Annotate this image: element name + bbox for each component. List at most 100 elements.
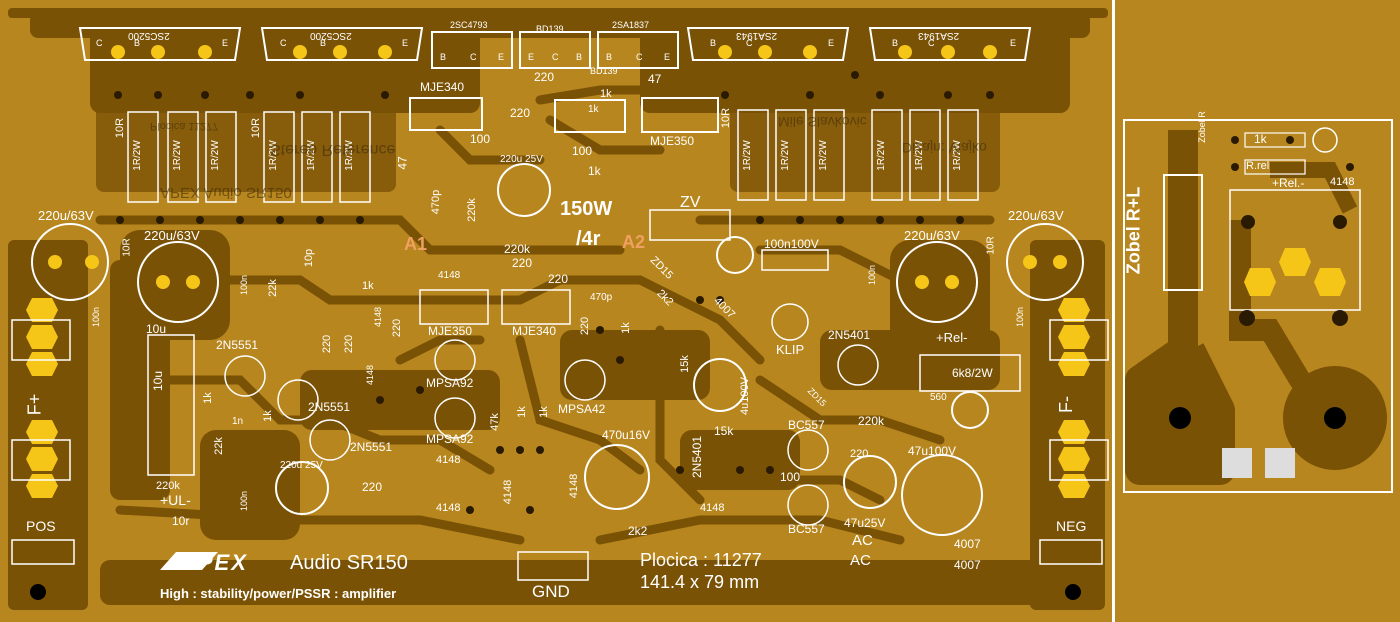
r1k-d: 1k: [362, 280, 374, 292]
zobel-r-label: Zobel R: [1196, 111, 1207, 143]
zobel-board-substrate: [1112, 0, 1400, 622]
brand-tagline: High : stability/power/PSSR : amplifier: [160, 586, 397, 601]
pin-e-6: E: [828, 38, 835, 48]
q3-label: 2SC4793: [450, 20, 488, 30]
zobel-d4148: 4148: [1330, 176, 1355, 188]
r1r2w-10: 1R/2W: [875, 140, 887, 171]
q-mpsa92-b: MPSA92: [426, 432, 474, 446]
r220-e: 220: [362, 480, 383, 494]
pin-e-4: E: [528, 52, 535, 62]
q-2n5551-c: 2N5551: [350, 440, 393, 454]
zobel-relay: +Rel.-: [1272, 176, 1305, 190]
r220-j: 220: [579, 316, 592, 336]
r10r-f: 10r: [172, 514, 190, 528]
fminus-label: F-: [1056, 396, 1076, 413]
r1k-f: 1k: [261, 410, 274, 422]
c470p-mid: 470p: [590, 292, 613, 303]
r1k-e: 1k: [201, 392, 214, 404]
r10r-b: 10R: [250, 117, 263, 139]
c220u63v-left: 220u/63V: [38, 208, 94, 223]
r22k-b: 22k: [212, 437, 225, 455]
mirror-stereo: Stereo Reference: [270, 141, 396, 158]
vias: [114, 71, 994, 514]
c220u63v-left2: 220u/63V: [144, 228, 200, 243]
pin-b-6: B: [710, 38, 717, 48]
pin-c-3: C: [470, 52, 477, 62]
r1k-c: 1k: [588, 164, 601, 178]
r560: 560: [930, 392, 947, 403]
zobel-section: [1123, 119, 1393, 493]
neg-label: NEG: [1056, 518, 1087, 534]
board-divider: [1112, 0, 1115, 622]
r10r-d: 10R: [121, 238, 133, 257]
c470u16v: 470u16V: [602, 428, 651, 442]
q-2n5551-a: 2N5551: [216, 338, 259, 352]
d4148-d: 4148: [700, 502, 725, 514]
r1k-b: 1k: [588, 104, 599, 115]
load-impedance: /4r: [576, 228, 601, 250]
r1r2w-9: 1R/2W: [817, 140, 829, 171]
r220k-a: 220k: [465, 198, 478, 222]
c10p: 10p: [303, 248, 316, 268]
r100-a: 100: [470, 132, 491, 146]
r10r-c: 10R: [720, 107, 733, 129]
d4148-h: 4148: [373, 306, 384, 328]
bd139-second-label: BD139: [590, 66, 618, 76]
q-2n5551-b: 2N5551: [308, 400, 351, 414]
board-size: 141.4 x 79 mm: [640, 572, 760, 592]
r1r2w-3: 1R/2W: [209, 140, 221, 171]
pin-e-3: E: [498, 52, 505, 62]
pin-c-5: C: [636, 52, 643, 62]
c220u63v-right2: 220u/63V: [904, 228, 960, 243]
r220k-c: 220k: [156, 480, 180, 492]
r47-b: 47: [395, 156, 410, 170]
mje340-top-label: MJE340: [420, 80, 465, 94]
pin-c-6: C: [746, 38, 753, 48]
c47u100v: 47u100V: [908, 444, 957, 458]
d4007-b: 4007: [954, 537, 981, 551]
r220-f: 220: [850, 448, 869, 460]
zobel-r1k: 1k: [1254, 132, 1267, 146]
r1r2w-7: 1R/2W: [741, 140, 753, 171]
r10r-a: 10R: [114, 117, 127, 139]
r47k: 47k: [488, 413, 501, 431]
pin-e-2: E: [402, 38, 409, 48]
d4148-f: 4148: [568, 473, 581, 499]
c100n100v: 100n100V: [764, 237, 819, 251]
r1k-a: 1k: [600, 88, 612, 100]
q7-label: 2SA1943: [918, 30, 960, 41]
d4148-c: 4148: [436, 502, 461, 514]
r1k-g: 1k: [515, 406, 528, 418]
r220-d: 220: [548, 272, 569, 286]
r220k-b: 220k: [504, 242, 531, 256]
board-id: Plocica : 11277: [640, 550, 762, 570]
r220-i: 220: [391, 318, 404, 338]
pin-b-3: B: [440, 52, 447, 62]
rel-label: +Rel-: [936, 330, 968, 345]
r1k-h: 1k: [537, 406, 550, 418]
c47u25v: 47u25V: [844, 516, 886, 530]
d4148-g: 4148: [365, 364, 376, 386]
r47-a: 47: [648, 72, 662, 86]
power-rating: 150W: [560, 198, 613, 220]
r10r-e: 10R: [985, 236, 997, 255]
ac2-label: AC: [850, 552, 871, 569]
q6-label: 2SA1943: [736, 30, 778, 41]
pin-c-7: C: [928, 38, 935, 48]
fplus-label: F+: [24, 393, 45, 416]
ul-label: +UL-: [160, 492, 191, 508]
logo-mark: [160, 552, 218, 570]
emitter-resistors: [127, 109, 979, 203]
pin-e-1: E: [222, 38, 229, 48]
a2-label: A2: [622, 232, 646, 252]
r220-a: 220: [534, 70, 555, 84]
c100n-2: 100n: [91, 306, 102, 328]
c220u25v-bottom: 220u 25V: [280, 460, 323, 471]
d4148-a: 4148: [438, 270, 461, 281]
d4148-b: 4148: [436, 454, 461, 466]
q4-label: BD139: [536, 24, 564, 34]
r6k8: 6k8/2W: [952, 366, 993, 380]
d4148-e: 4148: [502, 479, 515, 505]
component-outlines: [11, 209, 1109, 581]
